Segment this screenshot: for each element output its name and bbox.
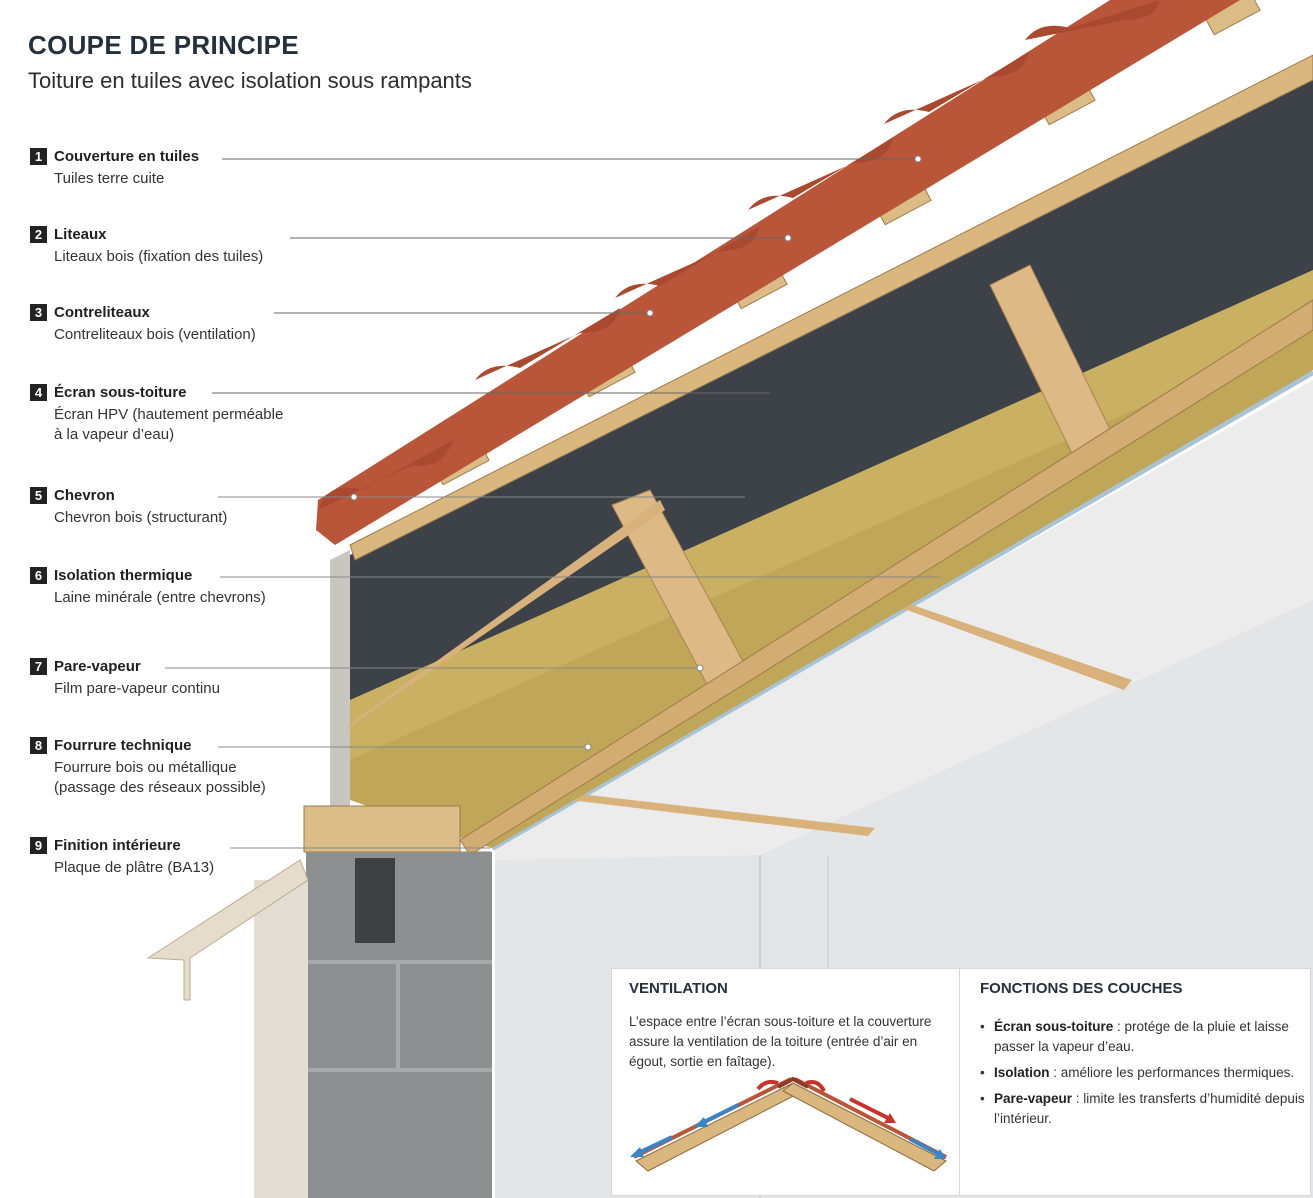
- layer-name: Chevron: [54, 487, 115, 505]
- functions-list: • Écran sous-toiture : protége de la plu…: [980, 1017, 1305, 1135]
- layer-desc: Écran HPV (hautement perméable à la vape…: [54, 405, 283, 445]
- exterior-render: [254, 880, 308, 1198]
- layer-desc: Chevron bois (structurant): [54, 508, 227, 528]
- layer-number: 7: [30, 658, 47, 675]
- layer-number: 8: [30, 737, 47, 754]
- function-term: Isolation: [994, 1065, 1050, 1080]
- ventilation-text: L’espace entre l’écran sous-toiture et l…: [629, 1012, 949, 1072]
- layer-name: Finition intérieure: [54, 837, 181, 855]
- layer-name: Isolation thermique: [54, 567, 192, 585]
- block-course: [306, 1068, 492, 1072]
- layer-desc: Plaque de plâtre (BA13): [54, 858, 214, 878]
- function-term: Écran sous-toiture: [994, 1019, 1113, 1034]
- layer-desc-line1: Fourrure bois ou métallique: [54, 759, 237, 776]
- page-subtitle: Toiture en tuiles avec isolation sous ra…: [28, 68, 472, 94]
- layer-number: 3: [30, 304, 47, 321]
- layer-number: 5: [30, 487, 47, 504]
- layer-desc-line1: Écran HPV (hautement perméable: [54, 406, 283, 423]
- functions-title: FONCTIONS DES COUCHES: [980, 980, 1183, 997]
- block-course: [396, 964, 400, 1068]
- layer-number: 4: [30, 384, 47, 401]
- layer-number: 6: [30, 567, 47, 584]
- function-term: Pare-vapeur: [994, 1091, 1072, 1106]
- layer-name: Pare-vapeur: [54, 658, 141, 676]
- function-item: • Écran sous-toiture : protége de la plu…: [980, 1017, 1305, 1057]
- block-hollow: [355, 858, 395, 943]
- info-panel: VENTILATION L’espace entre l’écran sous-…: [611, 968, 1311, 1196]
- layer-desc: Tuiles terre cuite: [54, 169, 164, 189]
- ventilation-diagram: [628, 1073, 948, 1183]
- function-item: • Isolation : améliore les performances …: [980, 1063, 1305, 1083]
- ventilation-title: VENTILATION: [629, 980, 728, 997]
- layer-desc: Film pare-vapeur continu: [54, 679, 220, 699]
- gable-wall: [330, 550, 350, 810]
- layer-desc: Laine minérale (entre chevrons): [54, 588, 266, 608]
- layer-name: Couverture en tuiles: [54, 148, 199, 166]
- mini-roof-left: [636, 1083, 803, 1171]
- wall-plate: [304, 806, 460, 852]
- layer-desc-line2: (passage des réseaux possible): [54, 778, 266, 798]
- layer-number: 9: [30, 837, 47, 854]
- layer-desc: Fourrure bois ou métallique (passage des…: [54, 758, 266, 798]
- page-title: COUPE DE PRINCIPE: [28, 30, 299, 61]
- panel-divider: [959, 969, 960, 1195]
- layer-desc-line2: à la vapeur d’eau): [54, 425, 283, 445]
- function-item: • Pare-vapeur : limite les transferts d’…: [980, 1089, 1305, 1129]
- layer-name: Liteaux: [54, 226, 107, 244]
- bullet-icon: •: [980, 1017, 985, 1037]
- layer-number: 2: [30, 226, 47, 243]
- layer-name: Fourrure technique: [54, 737, 192, 755]
- arrow-in-left-head-icon: [630, 1147, 644, 1157]
- block-course: [306, 960, 492, 964]
- layer-name: Contreliteaux: [54, 304, 150, 322]
- mini-roof-right: [783, 1083, 946, 1171]
- bullet-icon: •: [980, 1063, 985, 1083]
- layer-number: 1: [30, 148, 47, 165]
- layer-desc: Liteaux bois (fixation des tuiles): [54, 247, 263, 267]
- layer-name: Écran sous-toiture: [54, 384, 187, 402]
- arrow-in-mid-head-icon: [694, 1117, 708, 1127]
- layer-desc: Contreliteaux bois (ventilation): [54, 325, 256, 345]
- function-text: : améliore les performances thermiques.: [1050, 1065, 1295, 1080]
- bullet-icon: •: [980, 1089, 985, 1109]
